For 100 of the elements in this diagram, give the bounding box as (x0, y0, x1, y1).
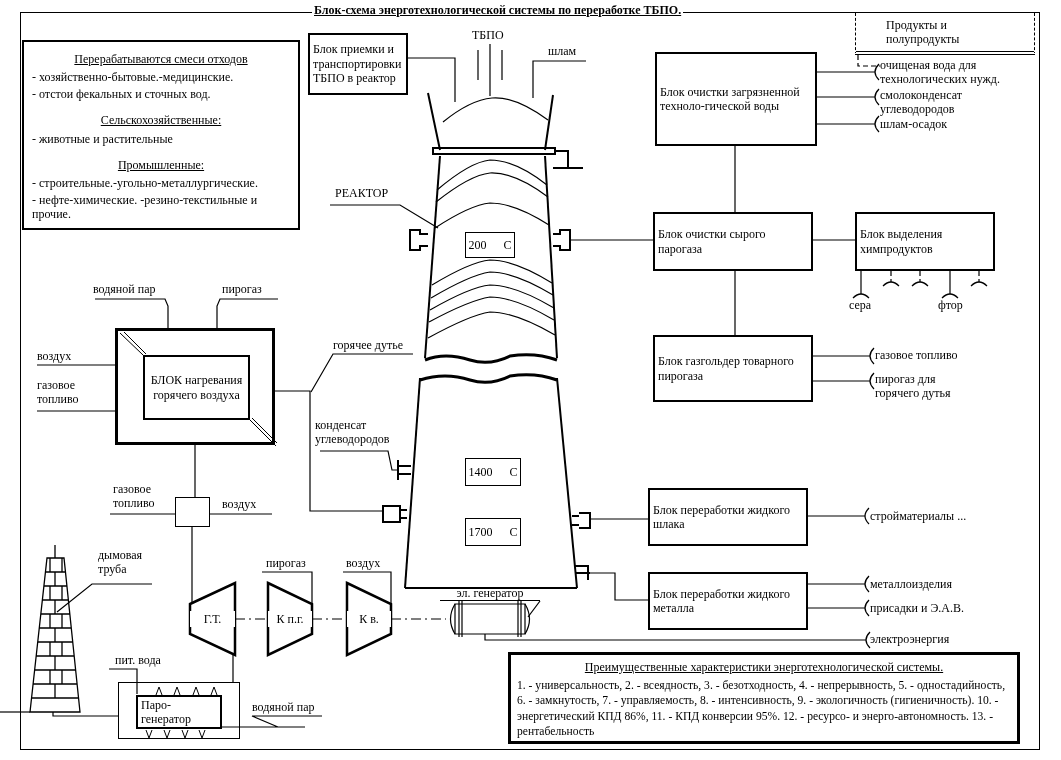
chimney-label: дымовая труба (98, 548, 158, 584)
stream-label: пирогаз (222, 282, 272, 298)
panel-heading: Перерабатываются смеси отходов (74, 52, 248, 67)
pipe-line (734, 145, 736, 213)
pipe-line (589, 518, 649, 520)
pipe-line (734, 270, 736, 336)
pipe-line (477, 43, 503, 97)
process-box: Блок очистки сырого парогаза (653, 212, 813, 271)
stream-label: пирогаз для горячего дутья (875, 372, 975, 404)
pipe-line (36, 364, 116, 366)
info-panel (508, 652, 1020, 744)
pipe-line (569, 239, 654, 241)
pipe-line (194, 444, 196, 498)
pipe-line (0, 711, 31, 713)
stream-label: газовое топливо (37, 378, 97, 410)
process-box: Блок переработки жидкого шлака (648, 488, 808, 546)
list-item: - хозяйственно-бытовые.-медицинские. (32, 70, 235, 85)
pipe-line (857, 54, 881, 67)
pipe-line (882, 270, 900, 287)
panel-heading: Сельскохозяйственные: (100, 113, 222, 128)
pipe-line (36, 410, 116, 412)
process-box: БЛОК нагревания горячего воздуха (143, 355, 250, 420)
stream-label: воздух (346, 556, 391, 572)
pipe-line (812, 347, 875, 365)
process-box: Блок очистки загрязненной техноло-гической воды (655, 52, 817, 146)
pipe-line (342, 571, 392, 605)
leader-line (310, 353, 414, 393)
stream-label: газовое топливо (113, 482, 173, 514)
turbine-label: Г.Т. (190, 611, 235, 627)
list-item: - нефте-химические. -резино-текстильные и прочие. (32, 192, 259, 222)
stream-label: воздух (222, 497, 267, 513)
stream-label: шлам-осадок (880, 117, 980, 133)
pipe-line (807, 575, 870, 593)
pipe-line (407, 57, 456, 103)
process-box: Блок газгольдер товарного пирогаза (653, 335, 813, 402)
pipe-line (816, 115, 880, 133)
stream-label: горячее дутье (333, 338, 413, 354)
turbine-label: К п.г. (268, 611, 312, 627)
stream-label: газовое топливо (875, 348, 985, 364)
leader-line (329, 204, 439, 229)
pipe-line (941, 270, 959, 299)
stream-label: пит. вода (115, 653, 175, 669)
pipe-line (807, 599, 870, 617)
panel-heading: Промышленные: (117, 157, 205, 173)
stream-label: воздух (37, 349, 82, 365)
stream-label: фтор (938, 298, 964, 314)
pipe-line (816, 63, 880, 81)
temperature-box: 1700 C (465, 518, 521, 546)
stream-label: пирогаз (266, 556, 311, 572)
pipe-line (209, 513, 273, 515)
stream-label: электроэнергия (870, 632, 970, 648)
pipe-line (539, 631, 871, 649)
stream-label: присадки и Э.А.В. (870, 601, 985, 617)
stream-label: водяной пар (93, 282, 163, 298)
pipe-line (52, 711, 119, 717)
stream-label: очищеная вода для технологических нужд. (880, 58, 1030, 90)
list-item: - строительные.-угольно-металлургические. (32, 176, 259, 191)
pipe-line (911, 270, 929, 287)
reactor-label: РЕАКТОР (335, 186, 415, 202)
pipe-line (807, 507, 870, 525)
pipe-line (220, 715, 323, 728)
pipe-line (587, 572, 649, 601)
pipe-line (108, 668, 138, 695)
pipe-line (970, 270, 988, 287)
stream-label: водяной пар (252, 700, 322, 716)
stream-label: стройматериалы ... (870, 509, 990, 525)
panel-heading: Преимущественные характеристики энерготехнологической системы. (584, 660, 944, 675)
list-item: - животные и растительные (32, 131, 174, 146)
pipe-line (852, 270, 870, 299)
stream-label: металлоизделия (870, 577, 970, 593)
stream-label: сера (849, 298, 875, 314)
stream-label: конденсат углеводородов (315, 418, 400, 450)
pipe-line (261, 571, 313, 605)
list-item: - отстои фекальных и сточных вод. (32, 86, 212, 102)
generator-label: эл. генератор (440, 586, 540, 601)
process-box: Блок приемки и транспортировки ТБПО в реактор (308, 33, 408, 95)
stream-label: ТБПО (472, 28, 508, 44)
turbine-label: К в. (347, 611, 391, 627)
info-panel (22, 40, 300, 230)
pipe-line (816, 88, 880, 106)
stream-label: шлам (548, 44, 586, 60)
temperature-box: 1400 C (465, 458, 521, 486)
boiler-casing (118, 682, 240, 739)
pipe-line (812, 372, 875, 390)
pipe-line (812, 239, 856, 241)
list-item: 1. - универсальность, 2. - всеядность, 3. - безотходность, 4. - непрерывность, 5. - одностадийность, 6. - замкнутость, 7. - управляемость, 8. - интенсивность, 9. - экологичность (гигиеничность). 10. - энергетический КПД 86%, 11. - КПД конверсии 95%. 12. - ресурсо- и энерго-автономность. 13. - рентабельность (517, 678, 1007, 739)
title: Блок-схема энерготехнологической системы по переработке ТБПО. (312, 3, 684, 18)
pipe-line (274, 390, 384, 512)
process-box: Блок выделения химпродуктов (855, 212, 995, 271)
leader-line (56, 583, 153, 613)
mixer-box (175, 497, 210, 527)
pipe-line (232, 654, 234, 683)
pipe-line (532, 60, 587, 99)
pipe-line (319, 450, 399, 471)
temperature-box: 200 C (465, 232, 515, 258)
pipe-line (109, 513, 176, 515)
products-box: Продукты и полупродукты (855, 13, 1035, 55)
process-box: Паро-генератор (136, 695, 222, 729)
process-box: Блок переработки жидкого металла (648, 572, 808, 630)
pipe-line (94, 298, 169, 329)
